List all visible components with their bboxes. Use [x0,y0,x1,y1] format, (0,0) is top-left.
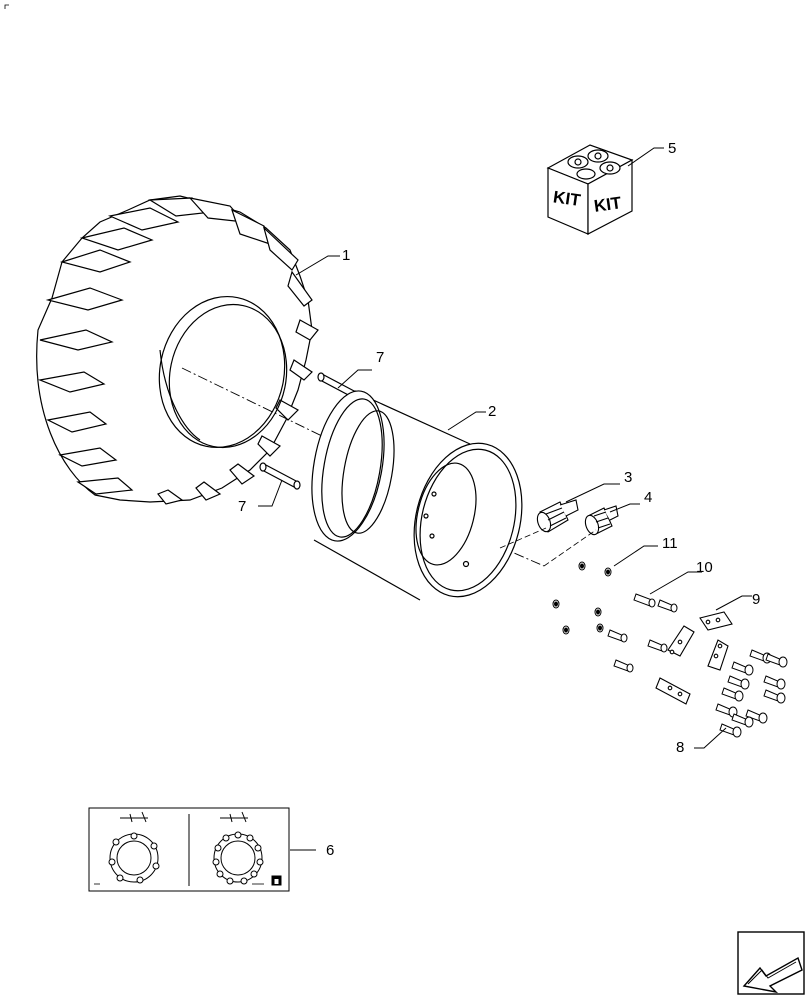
tread-lugs [37,197,319,505]
kit-label-left: KIT [552,187,582,210]
callout-10: 10 [696,559,713,576]
pin-lower [259,462,301,490]
callout-3: 3 [624,469,632,486]
kit-label-right: KIT [593,193,623,216]
bolts [715,649,788,738]
callout-5: 5 [668,140,676,157]
decal [88,807,290,892]
callout-8: 8 [676,739,684,756]
clamps [655,611,733,705]
decal-torque-pattern-left [108,811,160,884]
wheel-rim [311,390,523,601]
screws [607,593,678,673]
kit-box: KIT KIT [546,144,634,235]
callout-7-lower: 7 [238,498,246,515]
callout-1: 1 [342,247,350,264]
callout-2: 2 [488,403,496,420]
washers [552,561,612,635]
callout-6: 6 [326,842,334,859]
tire [36,195,319,505]
decal-torque-pattern-right [212,811,264,885]
callout-11: 11 [662,535,678,552]
callout-9: 9 [752,591,760,608]
arrow-icon[interactable] [737,931,805,995]
valve-3 [536,499,579,533]
callout-7-upper: 7 [376,349,384,366]
callout-4: 4 [644,489,652,506]
kit-items [567,149,621,180]
valve-4 [584,505,619,536]
